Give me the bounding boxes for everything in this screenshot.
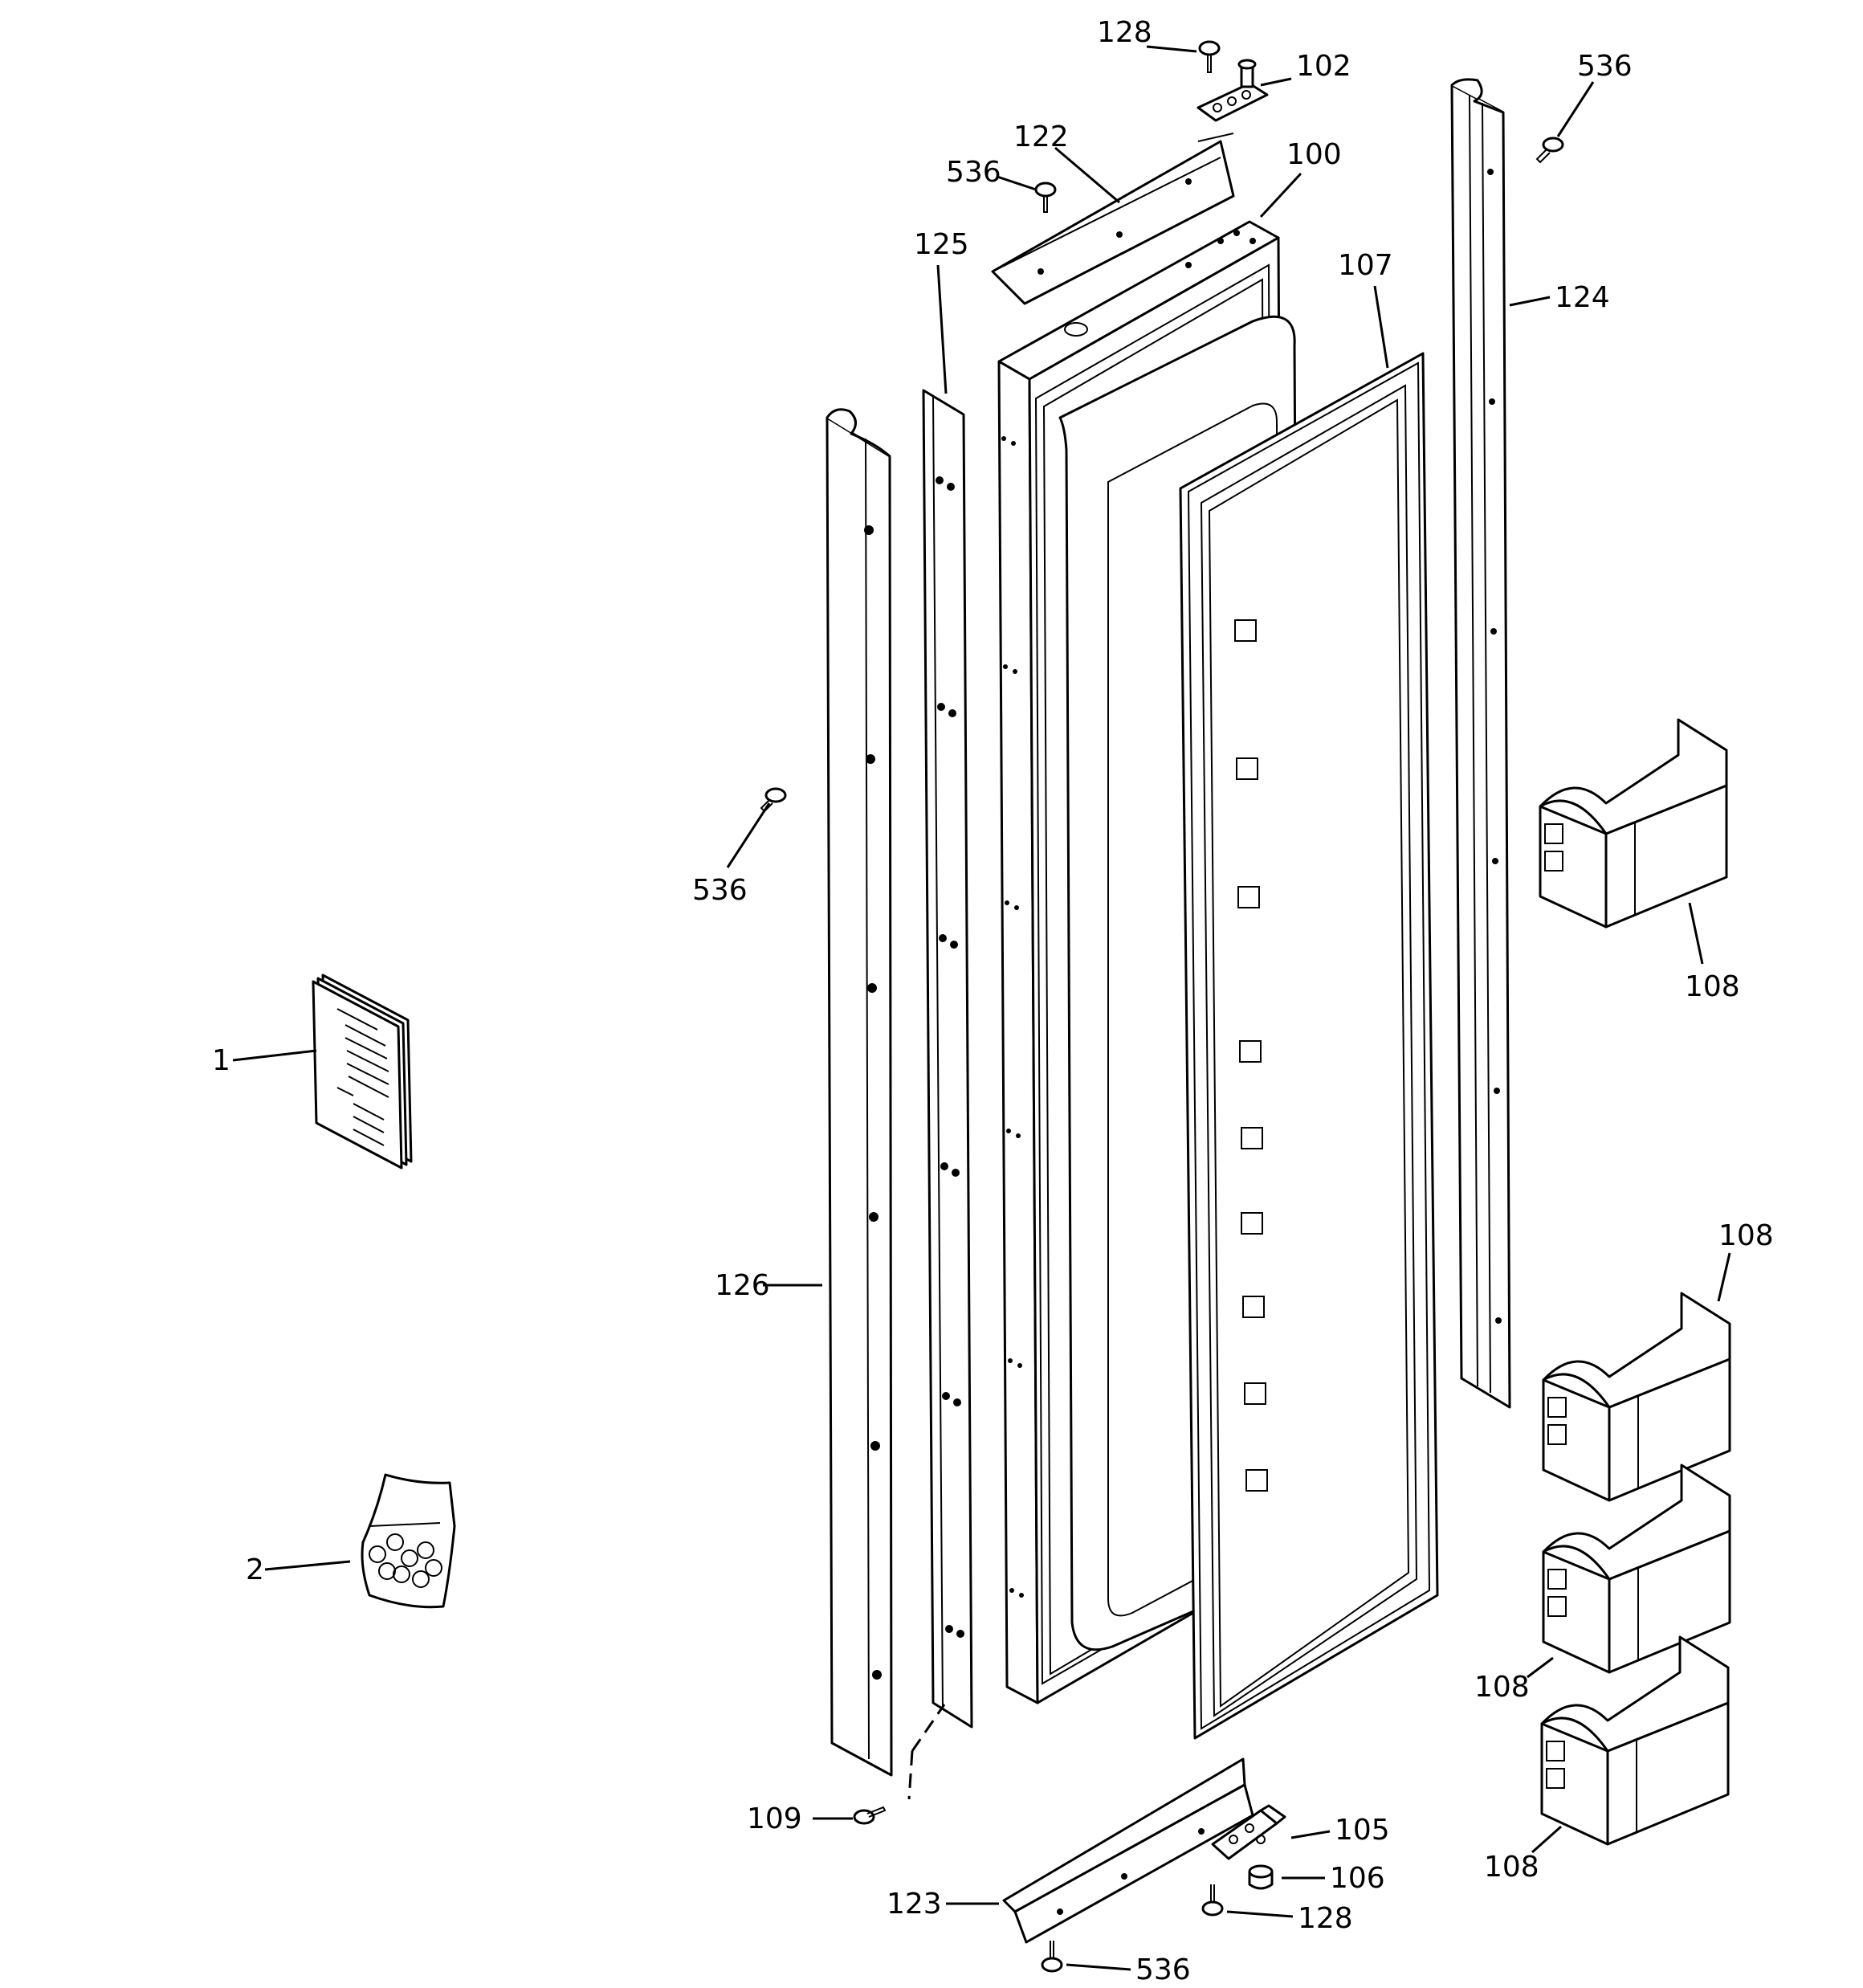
door-bin-108-bottom: [1540, 1635, 1730, 1846]
callout-1: 1: [212, 1044, 230, 1077]
screw-128-bottom: [1201, 1884, 1224, 1917]
hardware-bag: [361, 1473, 456, 1609]
door-gasket-107: [1179, 352, 1439, 1740]
bushing-106: [1248, 1864, 1274, 1890]
trim-strip-124: [1450, 78, 1511, 1409]
leader-lines: [232, 45, 1731, 1971]
manual-booklet: [312, 974, 413, 1170]
callout-125: 125: [914, 228, 969, 261]
callout-108-middle-upper: 108: [1718, 1219, 1774, 1252]
callout-124: 124: [1555, 281, 1610, 314]
door-bin-108-middle-upper: [1542, 1292, 1731, 1502]
callout-128-bottom: 128: [1298, 1902, 1353, 1935]
top-channel-122: [991, 133, 1235, 305]
callout-106: 106: [1330, 1862, 1385, 1895]
door-bin-108-middle-lower: [1542, 1463, 1731, 1674]
callout-107: 107: [1338, 249, 1393, 282]
callout-109: 109: [747, 1802, 802, 1835]
callout-536-top-left: 536: [946, 156, 1001, 189]
strip-125: [922, 389, 973, 1729]
callout-536-bottom: 536: [1135, 1953, 1191, 1986]
screw-536-top-left: [1034, 182, 1057, 213]
callout-128-top: 128: [1097, 16, 1152, 49]
screw-536-top-right: [1535, 137, 1564, 164]
door-bin-108-top: [1539, 718, 1728, 929]
callout-108-top: 108: [1685, 970, 1740, 1003]
top-hinge-102: [1196, 59, 1269, 122]
callout-123: 123: [887, 1888, 942, 1921]
callout-536-top-right: 536: [1577, 50, 1633, 83]
bottom-hinge-105: [1211, 1804, 1286, 1860]
callout-102: 102: [1296, 50, 1351, 83]
callout-105: 105: [1335, 1814, 1390, 1847]
callout-labels: 1 2 128 102 100 122 536 125 107 124 536 …: [212, 16, 1774, 1986]
callout-122: 122: [1013, 120, 1069, 153]
screw-536-left: [760, 787, 787, 813]
screw-128-top: [1198, 40, 1221, 73]
callout-108-bottom: 108: [1484, 1851, 1539, 1884]
callout-536-left: 536: [692, 874, 748, 907]
trim-strip-126: [826, 408, 893, 1777]
callout-100: 100: [1286, 138, 1342, 171]
callout-108-middle-lower: 108: [1474, 1671, 1530, 1704]
callout-126: 126: [715, 1269, 770, 1302]
screw-536-bottom: [1041, 1941, 1063, 1973]
screw-109: [853, 1806, 887, 1825]
callout-2: 2: [246, 1553, 264, 1586]
